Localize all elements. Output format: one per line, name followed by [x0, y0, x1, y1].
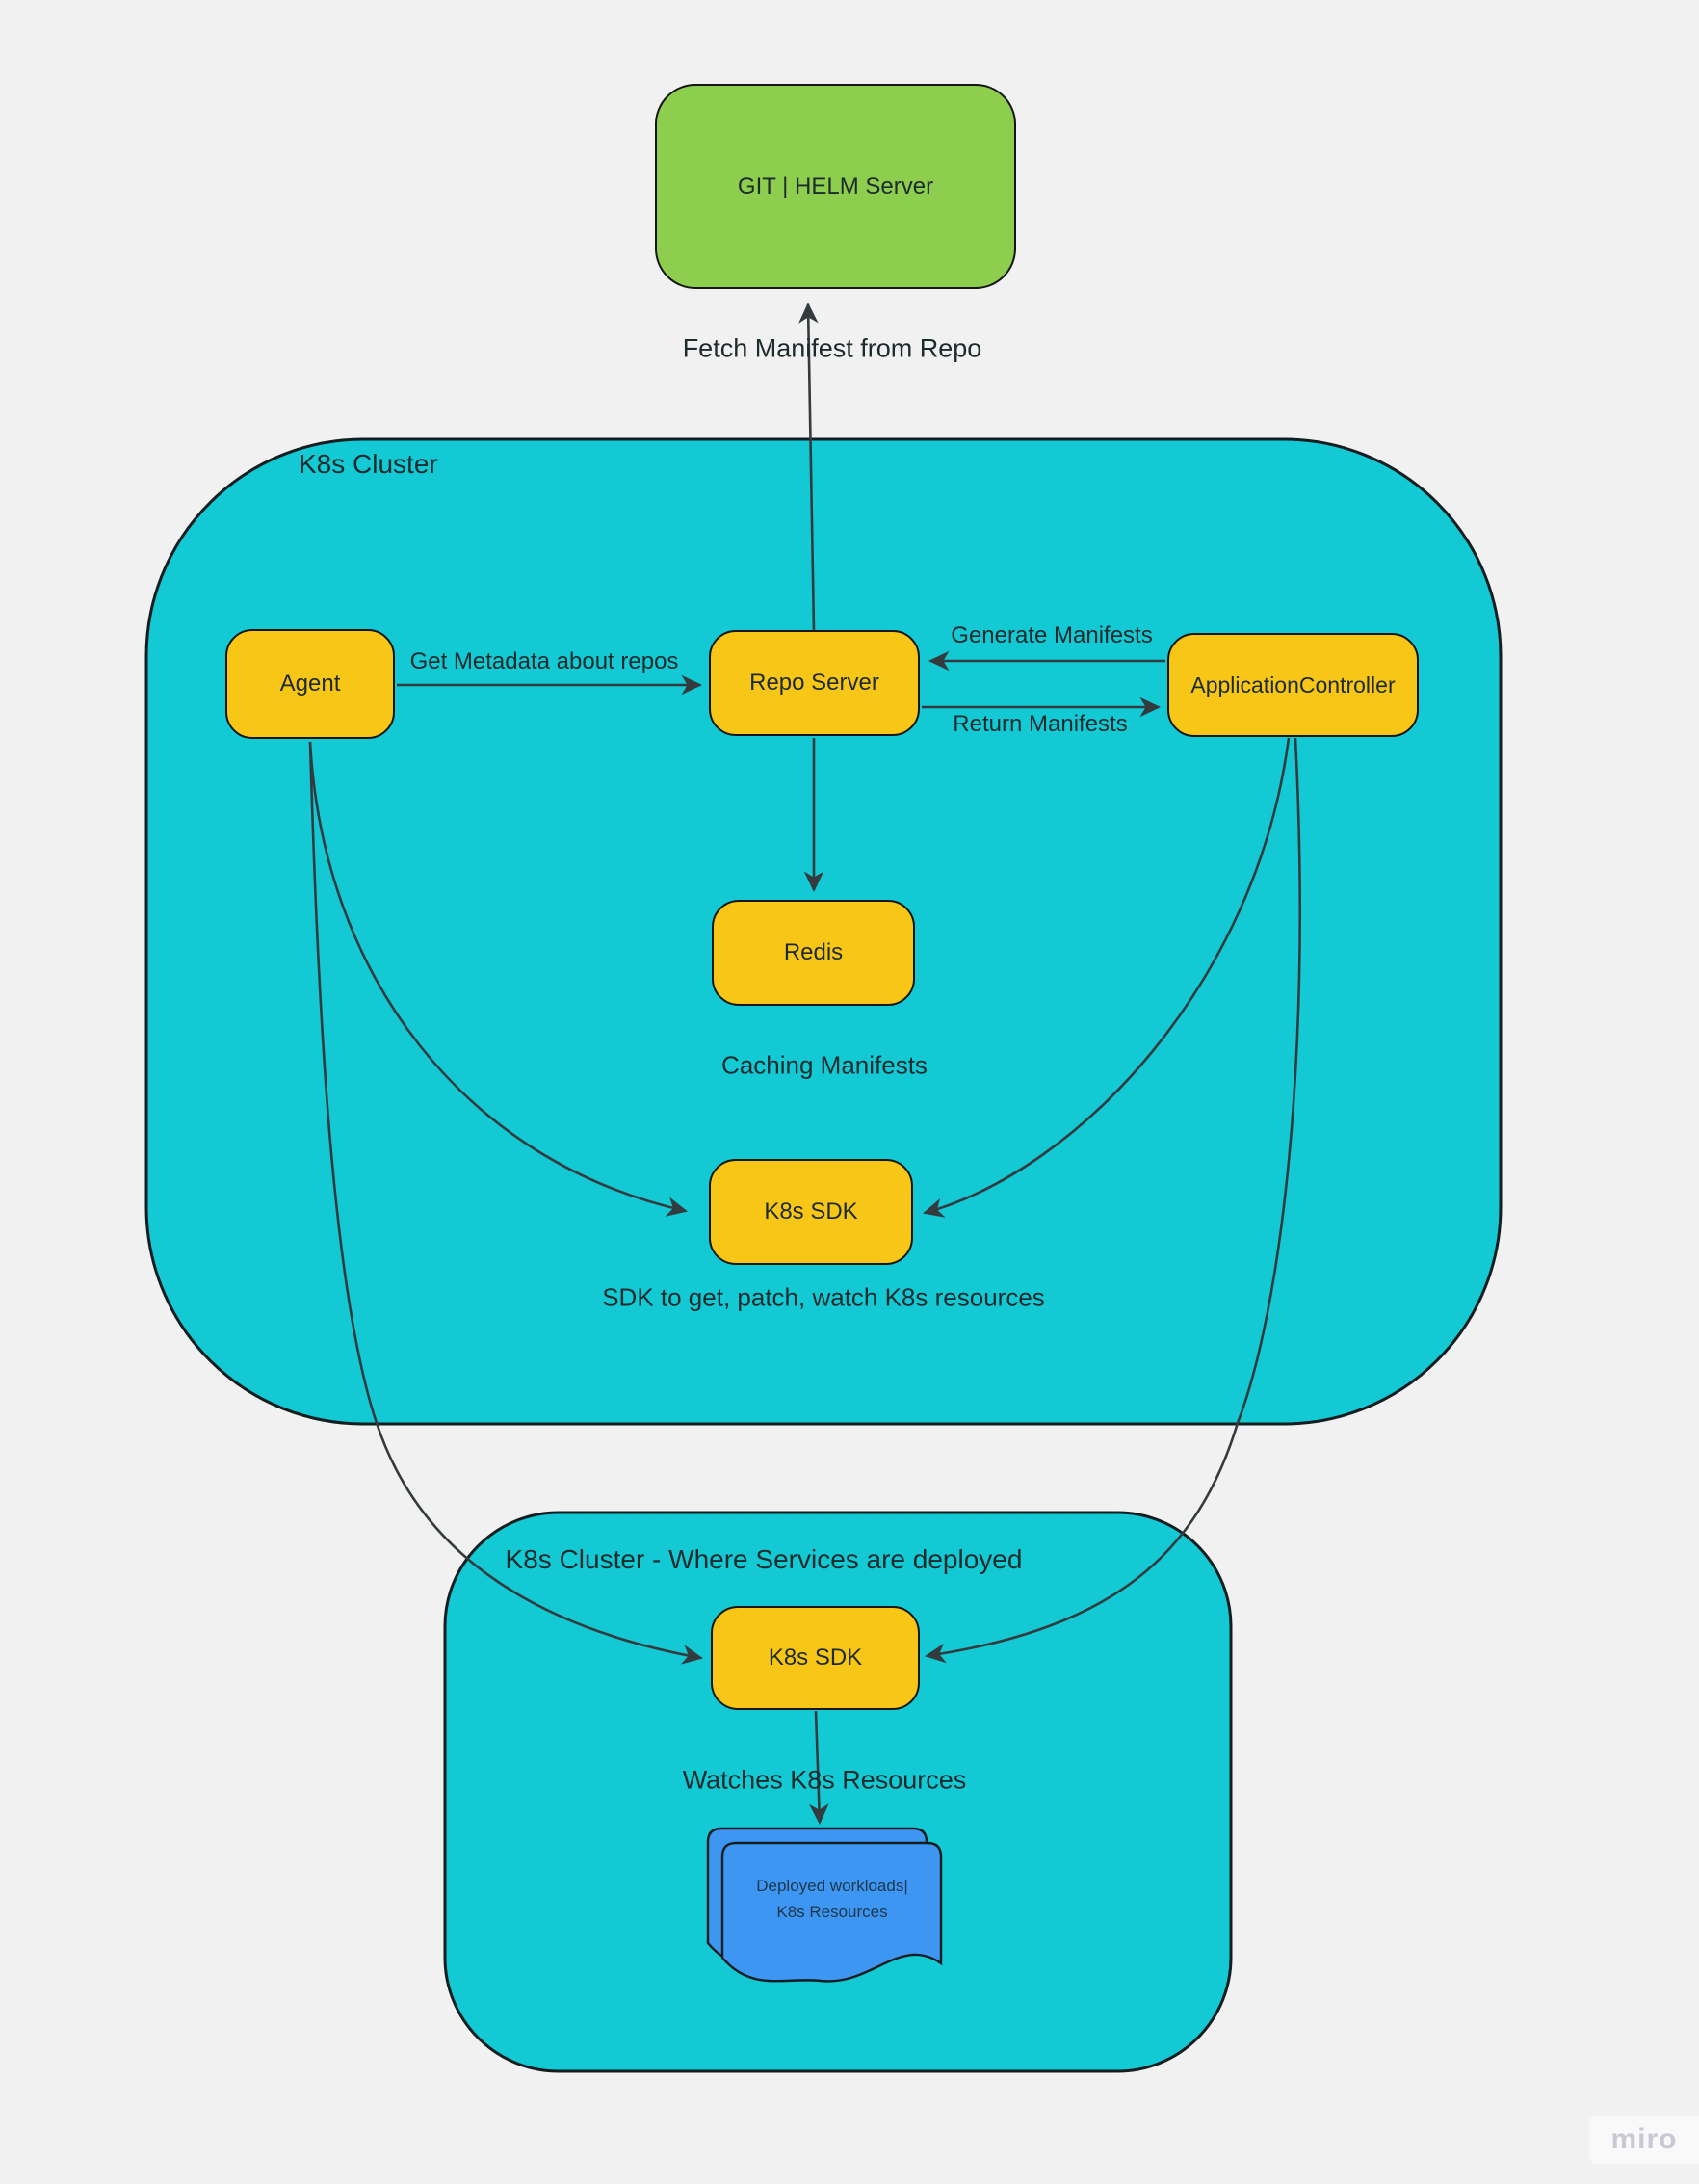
- label-watches-resources: Watches K8s Resources: [682, 1765, 967, 1795]
- document-text-line1: Deployed workloads|: [756, 1876, 908, 1895]
- node-git-helm-server[interactable]: GIT | HELM Server: [655, 84, 1016, 289]
- cluster-main-title: K8s Cluster: [299, 449, 438, 479]
- document-text-line2: K8s Resources: [776, 1903, 888, 1921]
- label-get-metadata: Get Metadata about repos: [409, 648, 679, 674]
- label-sdk-description: SDK to get, patch, watch K8s resources: [602, 1282, 1045, 1312]
- node-k8s-sdk-deploy-label: K8s SDK: [768, 1645, 863, 1671]
- node-k8s-sdk-main-label: K8s SDK: [764, 1198, 858, 1224]
- label-return-manifests: Return Manifests: [953, 711, 1128, 737]
- document-text: Deployed workloads| K8s Resources: [756, 1873, 908, 1925]
- deployed-workloads-document-front[interactable]: [720, 1841, 943, 1983]
- node-repo-server[interactable]: Repo Server: [709, 630, 920, 736]
- k8s-cluster-deploy-shape[interactable]: [443, 1511, 1233, 2073]
- node-application-controller[interactable]: ApplicationController: [1167, 633, 1419, 737]
- node-application-controller-label: ApplicationController: [1190, 671, 1396, 697]
- node-redis-label: Redis: [783, 939, 844, 965]
- label-caching-manifests: Caching Manifests: [721, 1050, 928, 1080]
- cluster-deploy-title: K8s Cluster - Where Services are deploye…: [505, 1544, 1023, 1574]
- node-repo-server-label: Repo Server: [749, 670, 879, 696]
- edge-appcontroller-to-k8s-sdk-main: [923, 737, 1291, 1218]
- edge-k8s-sdk-deploy-to-workloads: [809, 1710, 829, 1826]
- node-k8s-sdk-deploy[interactable]: K8s SDK: [711, 1606, 920, 1710]
- node-redis[interactable]: Redis: [712, 900, 915, 1006]
- node-agent-label: Agent: [279, 671, 341, 697]
- label-fetch-manifest: Fetch Manifest from Repo: [682, 333, 982, 363]
- edge-appcontroller-to-k8s-sdk-deploy: [924, 737, 1301, 1664]
- label-generate-manifests: Generate Manifests: [951, 622, 1153, 648]
- node-agent[interactable]: Agent: [225, 629, 395, 739]
- edge-agent-to-k8s-sdk-deploy: [308, 741, 704, 1665]
- edge-repo-server-to-git: [798, 302, 819, 632]
- node-k8s-sdk-main[interactable]: K8s SDK: [709, 1159, 913, 1265]
- miro-watermark-text: miro: [1610, 2123, 1678, 2155]
- node-git-helm-server-label: GIT | HELM Server: [737, 172, 934, 199]
- miro-watermark: miro: [1589, 2116, 1699, 2164]
- edge-agent-to-k8s-sdk-main: [308, 741, 689, 1217]
